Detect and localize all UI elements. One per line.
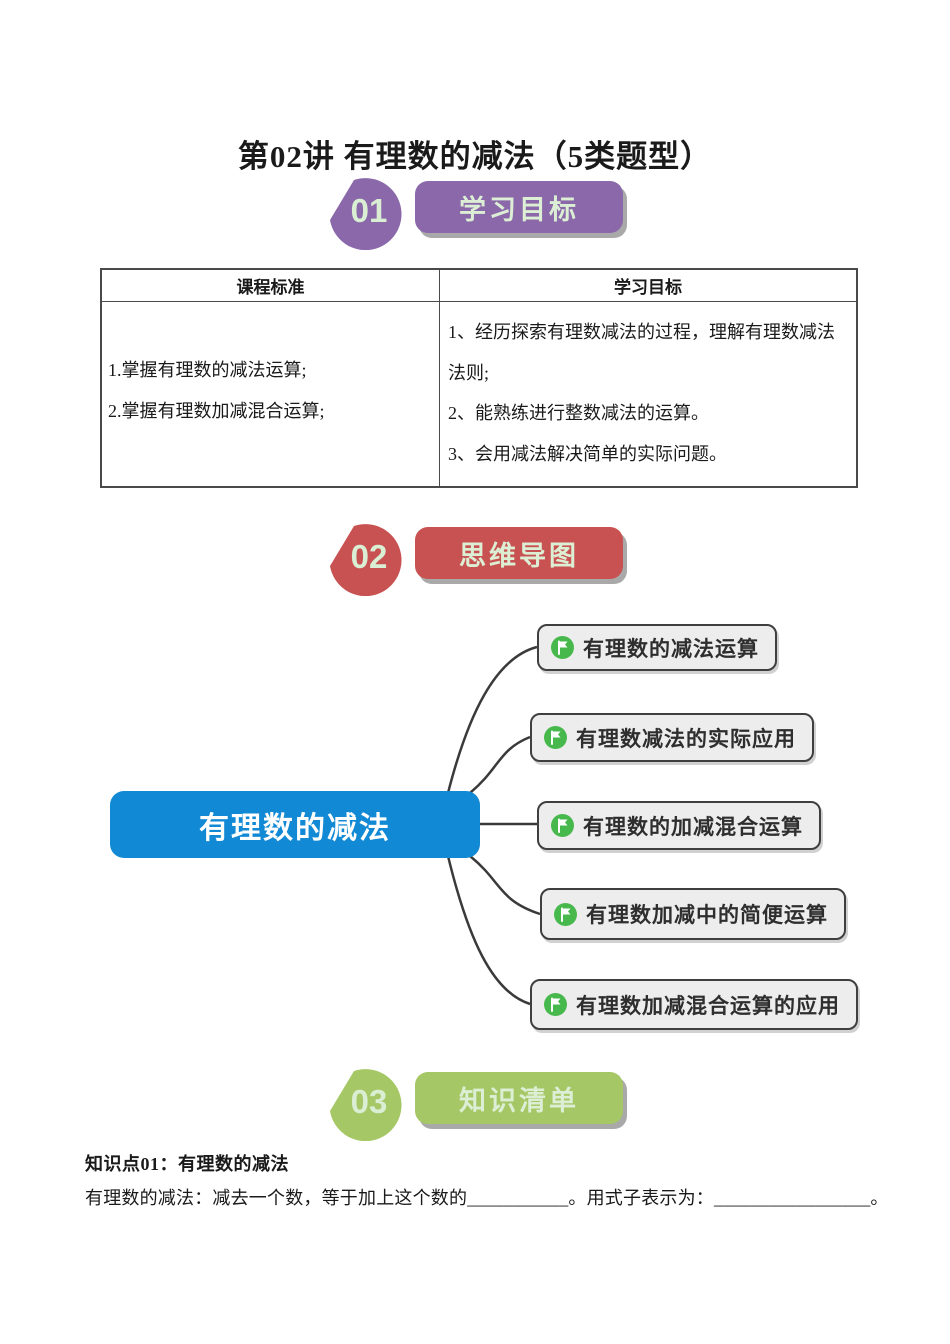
flag-icon bbox=[551, 636, 574, 659]
knowledge-point-heading: 知识点01：有理数的减法 bbox=[85, 1154, 289, 1174]
standards-item: 2.掌握有理数加减混合运算; bbox=[108, 400, 325, 421]
section-header-mindmap: 02 思维导图 bbox=[0, 518, 950, 598]
branch-label: 有理数的加减混合运算 bbox=[583, 815, 803, 839]
branch-label: 有理数减法的实际应用 bbox=[576, 727, 796, 751]
mindmap-root-node: 有理数的减法 bbox=[110, 791, 480, 858]
section-title-pill: 学习目标 bbox=[415, 181, 623, 233]
branch-label: 有理数加减混合运算的应用 bbox=[576, 994, 840, 1018]
knowledge-point-text: 有理数的减法：减去一个数，等于加上这个数的___________。用式子表示为：… bbox=[85, 1184, 915, 1210]
page-title: 第02讲 有理数的减法（5类题型） bbox=[237, 138, 713, 174]
section-number: 02 bbox=[350, 538, 388, 575]
fill-blank: _________________ bbox=[714, 1188, 871, 1208]
goals-item: 1、经历探索有理数减法的过程，理解有理数减法法则; bbox=[448, 322, 835, 383]
section-title-pill: 知识清单 bbox=[415, 1072, 623, 1124]
flag-icon bbox=[544, 726, 567, 749]
table-header-goals: 学习目标 bbox=[614, 278, 682, 297]
goals-item: 2、能熟练进行整数减法的运算。 bbox=[448, 403, 709, 423]
standards-item: 1.掌握有理数的减法运算; bbox=[108, 360, 307, 380]
mindmap-branch-node: 有理数减法的实际应用 bbox=[530, 713, 814, 762]
mindmap-branch-node: 有理数加减中的简便运算 bbox=[540, 888, 846, 940]
mindmap-connector-lines bbox=[446, 645, 541, 1006]
section-number: 03 bbox=[350, 1083, 388, 1120]
teardrop-shape-icon bbox=[330, 1069, 402, 1141]
table-header-standards: 课程标准 bbox=[102, 270, 440, 301]
teardrop-shape-icon bbox=[330, 178, 402, 250]
section-header-knowledge-list: 03 知识清单 bbox=[0, 1063, 950, 1143]
goals-item: 3、会用减法解决简单的实际问题。 bbox=[448, 443, 727, 464]
section-header-learning-goals: 01 学习目标 bbox=[0, 172, 950, 252]
mindmap-branch-node: 有理数的减法运算 bbox=[537, 624, 777, 671]
teardrop-shape-icon bbox=[330, 524, 402, 596]
text-segment: 。 bbox=[870, 1188, 889, 1208]
flag-icon bbox=[544, 993, 567, 1016]
table-header-row: 课程标准 学习目标 bbox=[102, 270, 856, 302]
badge-shape-01: 01 bbox=[327, 172, 405, 250]
standards-cell: 1.掌握有理数的减法运算; 2.掌握有理数加减混合运算; bbox=[102, 302, 440, 486]
badge-shape-03: 03 bbox=[327, 1063, 405, 1141]
section-number: 01 bbox=[350, 192, 388, 229]
goals-cell: 1、经历探索有理数减法的过程，理解有理数减法法则; 2、能熟练进行整数减法的运算… bbox=[440, 302, 856, 486]
text-segment: 有理数的减法：减去一个数，等于加上这个数的 bbox=[85, 1188, 468, 1208]
branch-label: 有理数的减法运算 bbox=[583, 637, 759, 661]
badge-shape-02: 02 bbox=[327, 518, 405, 596]
section-title-pill: 思维导图 bbox=[415, 527, 623, 579]
mindmap: 有理数的减法 有理数的减法运算 有理数减法的实际应用 有理数的 bbox=[0, 590, 950, 1060]
objectives-table: 课程标准 学习目标 1.掌握有理数的减法运算; 2.掌握有理数加减混合运算; 1… bbox=[100, 268, 858, 488]
fill-blank: ___________ bbox=[467, 1188, 569, 1208]
branch-label: 有理数加减中的简便运算 bbox=[586, 904, 828, 927]
flag-icon bbox=[551, 814, 574, 837]
flag-icon bbox=[554, 902, 577, 926]
mindmap-branch-node: 有理数的加减混合运算 bbox=[537, 801, 821, 850]
mindmap-branch-node: 有理数加减混合运算的应用 bbox=[530, 979, 858, 1030]
table-body-row: 1.掌握有理数的减法运算; 2.掌握有理数加减混合运算; 1、经历探索有理数减法… bbox=[102, 302, 856, 486]
text-segment: 。用式子表示为： bbox=[568, 1188, 715, 1208]
